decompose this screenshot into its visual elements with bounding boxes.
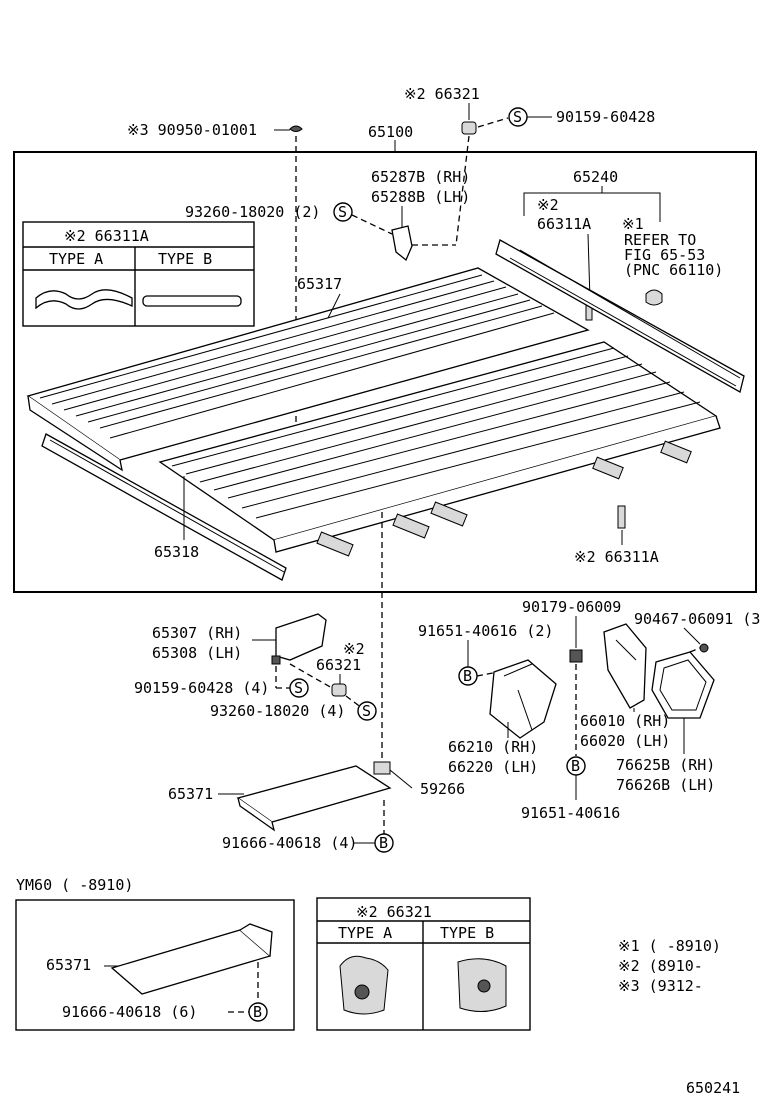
deck-panel-main bbox=[158, 341, 721, 553]
label-65318: 65318 bbox=[154, 543, 199, 561]
label-65307-rh: 65307 (RH) bbox=[152, 624, 242, 642]
svg-text:B: B bbox=[253, 1003, 262, 1021]
symbol-b-right: B bbox=[566, 756, 586, 776]
clip-part-66110 bbox=[645, 289, 663, 306]
clip-part-59266 bbox=[373, 761, 391, 775]
label-91666-40618-6: 91666-40618 (6) bbox=[62, 1003, 197, 1021]
label-65240: 65240 bbox=[573, 168, 618, 186]
label-91651-40616-2: 91651-40616 (2) bbox=[418, 622, 553, 640]
plate-part-65371 bbox=[236, 765, 392, 823]
frame-part-76625 bbox=[651, 651, 715, 719]
label-65288b-lh: 65288B (LH) bbox=[371, 188, 470, 206]
plate-part-65371-ym60 bbox=[110, 929, 272, 995]
label-refer-to: REFER TO bbox=[624, 231, 696, 249]
svg-text:B: B bbox=[463, 667, 472, 685]
label-66311a-mark: ※2 bbox=[537, 196, 559, 214]
label-66020-lh: 66020 (LH) bbox=[580, 732, 670, 750]
plug-part-90950 bbox=[289, 125, 303, 132]
svg-text:S: S bbox=[294, 679, 303, 697]
rail-part-65318 bbox=[41, 433, 287, 581]
label-65371-ym60: 65371 bbox=[46, 956, 91, 974]
cross-member-3 bbox=[430, 501, 468, 527]
label-93260-18020-mid: 93260-18020 (4) bbox=[210, 702, 345, 720]
rail-part-65240 bbox=[495, 239, 745, 393]
clip-part-66311a-bottom bbox=[617, 505, 626, 529]
label-66321-mid: 66321 bbox=[316, 656, 361, 674]
cross-member-2 bbox=[392, 513, 430, 539]
label-65371: 65371 bbox=[168, 785, 213, 803]
note-2: ※2 (8910- bbox=[618, 957, 703, 975]
label-76625b-rh: 76625B (RH) bbox=[616, 756, 715, 774]
nut-part-66321-top bbox=[461, 121, 477, 135]
bracket-part-65287 bbox=[391, 225, 413, 262]
symbol-b-plate: B bbox=[374, 833, 394, 853]
label-59266: 59266 bbox=[420, 780, 465, 798]
svg-text:S: S bbox=[513, 108, 522, 126]
label-66321-mid-mark: ※2 bbox=[343, 640, 365, 658]
main-assembly-frame bbox=[13, 151, 757, 593]
label-refer-mark: ※1 bbox=[622, 215, 644, 233]
inset-66321-types: ※2 66321 TYPE A TYPE B bbox=[316, 897, 531, 1031]
label-66010-rh: 66010 (RH) bbox=[580, 712, 670, 730]
cross-member-4 bbox=[592, 456, 624, 480]
label-65308-lh: 65308 (LH) bbox=[152, 644, 242, 662]
inset-bottom-type-b: TYPE B bbox=[440, 924, 494, 942]
bracket-part-66210 bbox=[489, 659, 557, 739]
symbol-b-ym60: B bbox=[248, 1002, 268, 1022]
cross-member-5 bbox=[660, 440, 692, 464]
inset-top-type-a: TYPE A bbox=[49, 250, 103, 268]
label-66321-top: ※2 66321 bbox=[404, 85, 480, 103]
symbol-s-upper-left: S bbox=[333, 202, 353, 222]
clip-type-a-shape bbox=[35, 289, 133, 310]
label-90950-01001: ※3 90950-01001 bbox=[127, 121, 257, 139]
cross-member-1 bbox=[316, 531, 354, 557]
inset-bottom-title: ※2 66321 bbox=[356, 903, 432, 921]
label-65100: 65100 bbox=[368, 123, 413, 141]
nut-part-66321-mid bbox=[331, 683, 347, 697]
note-3: ※3 (9312- bbox=[618, 977, 703, 995]
label-65317: 65317 bbox=[297, 275, 342, 293]
screw-part-90467 bbox=[699, 643, 709, 653]
label-65287b-rh: 65287B (RH) bbox=[371, 168, 470, 186]
label-refer-fig: FIG 65-53 bbox=[624, 246, 705, 264]
label-90467-06091: 90467-06091 (3) bbox=[634, 610, 760, 628]
inset-top-title: ※2 66311A bbox=[64, 227, 149, 245]
bracket-part-66010 bbox=[603, 623, 647, 709]
label-91666-40618-4: 91666-40618 (4) bbox=[222, 834, 357, 852]
nut-part-90179 bbox=[569, 649, 583, 663]
label-90159-60428-top: 90159-60428 bbox=[556, 108, 655, 126]
label-90179-06009: 90179-06009 bbox=[522, 598, 621, 616]
note-1: ※1 ( -8910) bbox=[618, 937, 721, 955]
inset-ym60: 65371 B 91666-40618 (6) bbox=[15, 899, 295, 1031]
deck-panel-65317 bbox=[26, 267, 590, 472]
svg-text:S: S bbox=[338, 203, 347, 221]
label-ym60: YM60 ( -8910) bbox=[16, 876, 133, 894]
label-91651-40616: 91651-40616 bbox=[521, 804, 620, 822]
inset-top-type-b: TYPE B bbox=[158, 250, 212, 268]
label-66311a-bottom: ※2 66311A bbox=[574, 548, 659, 566]
label-66210-rh: 66210 (RH) bbox=[448, 738, 538, 756]
bracket-part-65307 bbox=[275, 613, 327, 661]
inset-bottom-type-a: TYPE A bbox=[338, 924, 392, 942]
label-66311a-right: 66311A bbox=[537, 215, 591, 233]
svg-text:S: S bbox=[362, 702, 371, 720]
label-66220-lh: 66220 (LH) bbox=[448, 758, 538, 776]
symbol-s-mid-2: S bbox=[357, 701, 377, 721]
label-90159-60428-mid: 90159-60428 (4) bbox=[134, 679, 269, 697]
inset-66311a-types: ※2 66311A TYPE A TYPE B bbox=[22, 221, 255, 327]
svg-text:B: B bbox=[571, 757, 580, 775]
label-refer-pnc: (PNC 66110) bbox=[624, 261, 723, 279]
clip-type-b-shape bbox=[142, 295, 242, 307]
svg-text:B: B bbox=[379, 834, 388, 852]
symbol-s-top: S bbox=[508, 107, 528, 127]
figure-number: 650241 bbox=[686, 1079, 740, 1097]
bolt-part-90159-mid bbox=[271, 655, 281, 665]
label-76626b-lh: 76626B (LH) bbox=[616, 776, 715, 794]
label-93260-18020-top: 93260-18020 (2) bbox=[185, 203, 320, 221]
symbol-s-mid-1: S bbox=[289, 678, 309, 698]
symbol-b-left: B bbox=[458, 666, 478, 686]
